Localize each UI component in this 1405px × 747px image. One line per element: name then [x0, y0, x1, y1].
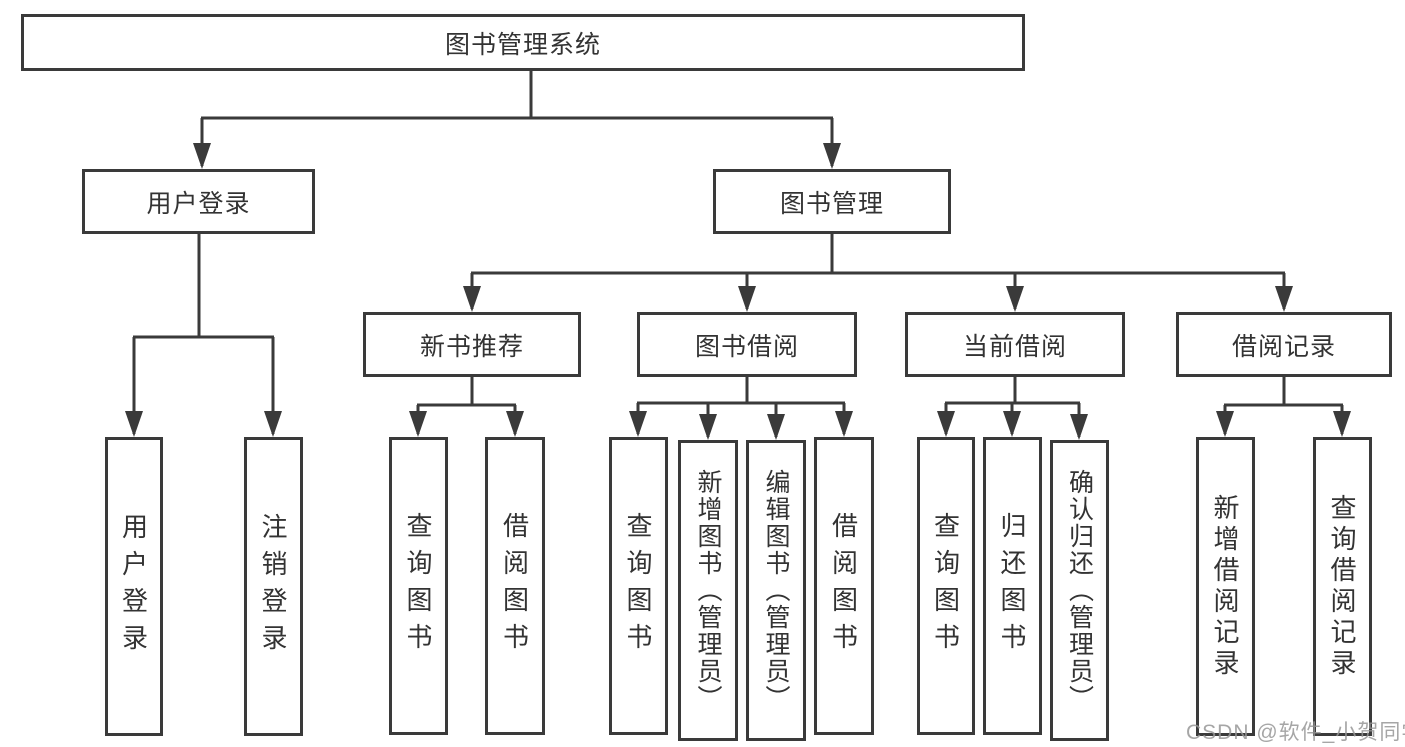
leaf-borrow-books-recommend: 借阅图书 — [485, 437, 545, 735]
leaf-confirm-return-admin: 确认归还（管理员） — [1050, 440, 1109, 741]
leaf-query-books-recommend: 查询图书 — [389, 437, 448, 735]
leaf-edit-books-admin: 编辑图书（管理员） — [746, 440, 806, 741]
node-borrowing-records: 借阅记录 — [1176, 312, 1392, 377]
node-new-book-recommendation: 新书推荐 — [363, 312, 581, 377]
leaf-add-books-admin: 新增图书（管理员） — [678, 440, 738, 741]
leaf-borrow-books: 借阅图书 — [814, 437, 874, 735]
node-current-borrowing: 当前借阅 — [905, 312, 1125, 377]
leaf-user-login: 用户登录 — [105, 437, 163, 736]
node-book-borrowing: 图书借阅 — [637, 312, 857, 377]
leaf-query-books-current: 查询图书 — [917, 437, 975, 735]
node-library-management-system: 图书管理系统 — [21, 14, 1025, 71]
node-user-login: 用户登录 — [82, 169, 315, 234]
leaf-add-borrow-record: 新增借阅记录 — [1196, 437, 1255, 736]
csdn-watermark: CSDN @软件_小贺同学 — [1186, 721, 1405, 744]
leaf-query-books-borrow: 查询图书 — [609, 437, 668, 735]
leaf-return-books: 归还图书 — [983, 437, 1042, 735]
leaf-logout: 注销登录 — [244, 437, 303, 736]
leaf-query-borrow-record: 查询借阅记录 — [1313, 437, 1372, 736]
node-book-management: 图书管理 — [713, 169, 951, 234]
